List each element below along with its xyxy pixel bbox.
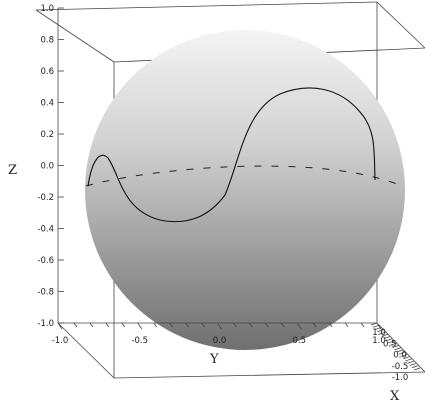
y-tick-label: 1.0 [372,336,386,346]
y-tick-mark [89,322,94,328]
y-tick-mark [169,322,173,328]
y-tick-label: 0.5 [292,336,306,346]
y-tick-mark [217,322,222,330]
z-tick-label: 0.6 [40,67,54,77]
y-tick-mark [153,322,158,328]
y-tick-mark [312,322,317,328]
x-tick-label: -1.0 [392,373,409,383]
x-tick-mark [392,345,399,348]
y-tick-mark [360,322,365,328]
y-tick-label: -1.0 [52,336,69,346]
z-axis-ticks: 1.0 0.8 0.6 0.4 0.2 0.0 -0.2 -0.4 -0.6 -0.8 -1.0 [37,4,64,329]
x-tick-mark [381,333,388,337]
y-tick-mark [185,322,189,328]
x-tick-label: 0.5 [383,339,397,349]
y-tick-mark [121,322,126,328]
sphere-surface [85,30,405,350]
x-axis-ticks: 1.00.5 0.0-0.5-1.0 [370,322,421,383]
y-tick-mark [280,322,285,328]
x-tick-mark [400,354,408,357]
y-tick-mark [296,322,302,330]
y-tick-label: -0.5 [131,336,148,346]
z-tick-label: 0.4 [40,99,54,109]
x-tick-mark [377,329,384,333]
z-tick-label: 0.0 [40,162,54,172]
x-tick-mark [405,358,412,362]
y-tick-mark [105,322,110,328]
y-tick-mark [137,322,143,330]
x-tick-label: -0.5 [392,362,409,372]
z-tick-label: -0.8 [37,288,54,298]
x-tick-mark [411,365,418,369]
y-tick-mark [328,322,333,328]
z-axis-label: Z [8,163,17,178]
z-tick-label: -0.6 [37,256,54,266]
z-tick-label: 1.0 [40,4,54,14]
y-tick-mark [57,322,63,330]
y-tick-mark [265,322,269,328]
x-tick-mark [379,331,386,335]
x-tick-mark [385,338,393,342]
y-axis-label: Y [209,352,219,367]
x-tick-label: 0.0 [393,351,407,361]
x-tick-mark [407,360,414,364]
z-tick-label: -0.2 [37,193,54,203]
y-tick-mark [249,322,253,328]
y-tick-label: 0.0 [213,336,227,346]
x-tick-mark [396,349,403,353]
x-tick-mark [413,367,421,371]
x-tick-mark [388,340,395,344]
x-tick-mark [373,324,380,328]
y-axis-ticks: -1.0 -0.5 0.0 0.5 1.0 [52,322,386,346]
x-tick-mark [390,342,397,346]
x-tick-mark [394,347,401,351]
x-tick-label: 1.0 [372,328,386,338]
x-tick-mark [370,322,378,326]
y-tick-mark [344,322,349,328]
x-tick-mark [383,336,391,339]
x-tick-mark [409,363,416,366]
surface-curve [87,87,376,223]
z-tick-label: -1.0 [37,319,54,329]
x-tick-mark [403,356,410,360]
y-tick-mark [73,322,78,328]
z-tick-label: -0.4 [37,225,54,235]
y-tick-mark [233,322,237,328]
x-tick-mark [398,351,406,355]
x-tick-mark [375,327,382,330]
y-tick-mark [201,322,205,328]
z-tick-label: 0.8 [40,36,54,46]
z-tick-label: 0.2 [40,130,54,140]
x-axis-label: X [390,389,400,403]
